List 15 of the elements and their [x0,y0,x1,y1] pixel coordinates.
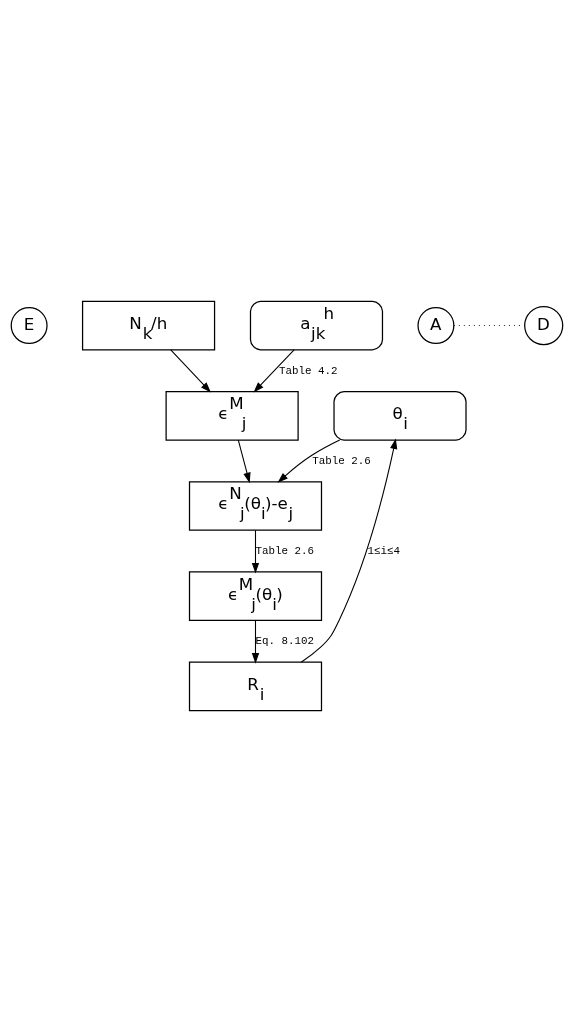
edge-label: Table 4.2 [278,364,338,377]
arrow [251,529,260,574]
arrow [170,349,211,393]
arrow [253,349,295,393]
edge-label: Table 2.6 [312,454,371,467]
node-circle: A [417,307,455,345]
node-circle: D [524,305,564,346]
edge-label: 1≤i≤4 [367,544,400,557]
arrow [300,438,398,663]
node-circle: E [10,307,48,345]
arrow [237,439,251,484]
edge-label: Table 2.6 [255,544,315,557]
arrow [251,620,260,664]
edge-label: Eq. 8.102 [255,635,315,648]
arrow [277,439,341,483]
